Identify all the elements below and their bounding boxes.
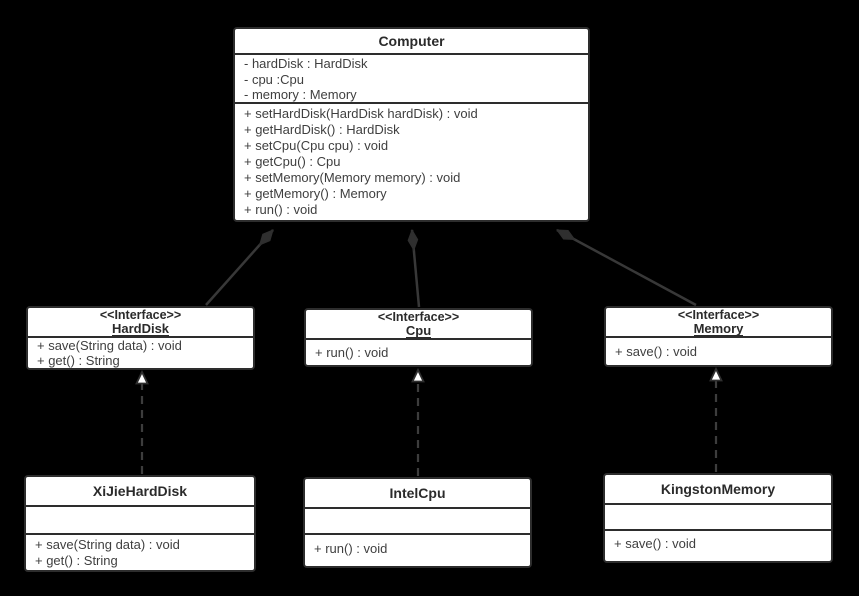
method-row: + setHardDisk(HardDisk hardDisk) : void	[244, 106, 478, 121]
interface-name: Cpu	[405, 323, 432, 338]
composition-link-computer-cpu	[412, 230, 421, 308]
attribute-row: - hardDisk : HardDisk	[244, 56, 368, 71]
method-row: + getCpu() : Cpu	[244, 154, 341, 169]
empty-attributes-compartment	[605, 503, 831, 529]
method-row: + save() : void	[615, 344, 698, 359]
interface-header: <<Interface>> HardDisk	[28, 308, 253, 336]
class-name: XiJieHardDisk	[92, 483, 188, 499]
empty-attributes-compartment	[26, 505, 254, 533]
interface-name: Memory	[693, 321, 744, 336]
method-row: + get() : String	[37, 353, 120, 368]
composition-link-computer-harddisk	[205, 230, 274, 306]
methods-compartment: + save(String data) : void + get() : Str…	[26, 533, 254, 570]
class-computer: Computer - hardDisk : HardDisk - cpu :Cp…	[233, 27, 590, 222]
method-row: + getHardDisk() : HardDisk	[244, 122, 400, 137]
interface-stereotype: <<Interface>>	[377, 310, 460, 324]
methods-compartment: + save(String data) : void + get() : Str…	[28, 336, 253, 368]
method-row: + run() : void	[244, 202, 318, 217]
interface-cpu: <<Interface>> Cpu + run() : void	[304, 308, 533, 367]
method-row: + setCpu(Cpu cpu) : void	[244, 138, 389, 153]
attribute-row: - cpu :Cpu	[244, 72, 304, 87]
interface-memory: <<Interface>> Memory + save() : void	[604, 306, 833, 367]
methods-compartment: + setHardDisk(HardDisk hardDisk) : void …	[235, 102, 588, 220]
methods-compartment: + save() : void	[606, 336, 831, 363]
composition-link-computer-memory	[557, 228, 697, 307]
interface-stereotype: <<Interface>>	[677, 308, 760, 322]
method-row: + save() : void	[614, 536, 697, 551]
method-row: + save(String data) : void	[37, 338, 182, 353]
methods-compartment: + run() : void	[306, 338, 531, 363]
interface-name: HardDisk	[111, 321, 170, 336]
class-kingstonmemory: KingstonMemory + save() : void	[603, 473, 833, 563]
method-row: + run() : void	[315, 345, 389, 360]
attribute-row: - memory : Memory	[235, 88, 359, 102]
method-row: + getMemory() : Memory	[244, 186, 387, 201]
class-name: Computer	[378, 33, 445, 49]
method-row: + save(String data) : void	[35, 537, 180, 552]
class-xijieharddisk: XiJieHardDisk + save(String data) : void…	[24, 475, 256, 572]
methods-compartment: + run() : void	[305, 533, 530, 566]
interface-harddisk: <<Interface>> HardDisk + save(String dat…	[26, 306, 255, 370]
interface-header: <<Interface>> Cpu	[306, 310, 531, 338]
empty-attributes-compartment	[305, 507, 530, 533]
method-row: + get() : String	[35, 553, 118, 568]
class-name: KingstonMemory	[660, 481, 776, 497]
class-name: IntelCpu	[389, 485, 446, 501]
methods-compartment: + save() : void	[605, 529, 831, 561]
method-row: + run() : void	[314, 541, 388, 556]
interface-stereotype: <<Interface>>	[99, 308, 182, 322]
attributes-compartment: - hardDisk : HardDisk - cpu :Cpu - memor…	[235, 53, 588, 102]
class-intelcpu: IntelCpu + run() : void	[303, 477, 532, 568]
method-row: + setMemory(Memory memory) : void	[244, 170, 461, 185]
interface-header: <<Interface>> Memory	[606, 308, 831, 336]
